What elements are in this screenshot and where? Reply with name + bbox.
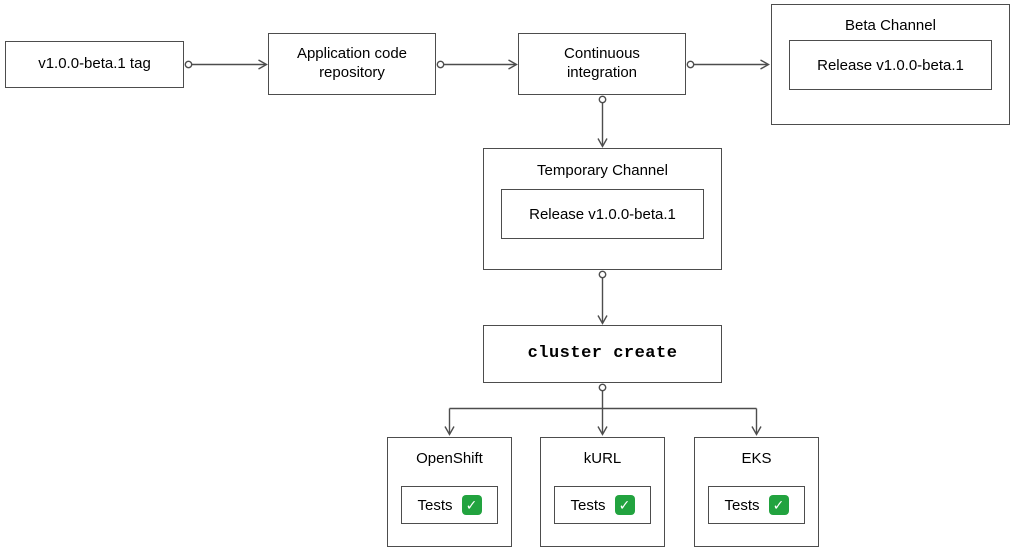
check-icon: ✓ <box>461 495 482 515</box>
node-eks-tests: Tests ✓ <box>708 486 805 524</box>
node-version-tag: v1.0.0-beta.1 tag <box>5 41 184 88</box>
node-temporary-channel-release: Release v1.0.0-beta.1 <box>501 189 704 239</box>
node-kurl-title: kURL <box>583 450 622 467</box>
node-kurl: kURL Tests ✓ <box>540 437 665 547</box>
node-eks: EKS Tests ✓ <box>694 437 819 547</box>
node-beta-channel: Beta Channel Release v1.0.0-beta.1 <box>771 4 1010 125</box>
node-cluster-create: cluster create <box>483 325 722 383</box>
node-temporary-channel-release-label: Release v1.0.0-beta.1 <box>529 205 676 223</box>
node-openshift-title: OpenShift <box>416 450 483 467</box>
node-temporary-channel: Temporary Channel Release v1.0.0-beta.1 <box>483 148 722 270</box>
node-temporary-channel-title: Temporary Channel <box>537 162 668 179</box>
check-icon: ✓ <box>614 495 635 515</box>
node-beta-channel-release-label: Release v1.0.0-beta.1 <box>817 56 964 74</box>
node-version-tag-label: v1.0.0-beta.1 tag <box>38 55 151 73</box>
node-openshift-tests-label: Tests <box>417 496 453 514</box>
node-application-code-repository: Application code repository <box>268 33 436 95</box>
node-kurl-tests: Tests ✓ <box>554 486 651 524</box>
node-openshift: OpenShift Tests ✓ <box>387 437 512 547</box>
node-application-code-repository-label: Application code repository <box>296 45 408 81</box>
check-icon: ✓ <box>768 495 789 515</box>
node-openshift-tests: Tests ✓ <box>401 486 498 524</box>
node-cluster-create-label: cluster create <box>527 344 678 364</box>
node-eks-tests-label: Tests <box>724 496 760 514</box>
node-continuous-integration-label: Continuous integration <box>564 45 640 81</box>
node-eks-title: EKS <box>741 450 772 467</box>
node-beta-channel-release: Release v1.0.0-beta.1 <box>789 40 992 90</box>
node-beta-channel-title: Beta Channel <box>845 17 936 34</box>
node-kurl-tests-label: Tests <box>570 496 606 514</box>
node-continuous-integration: Continuous integration <box>518 33 686 95</box>
